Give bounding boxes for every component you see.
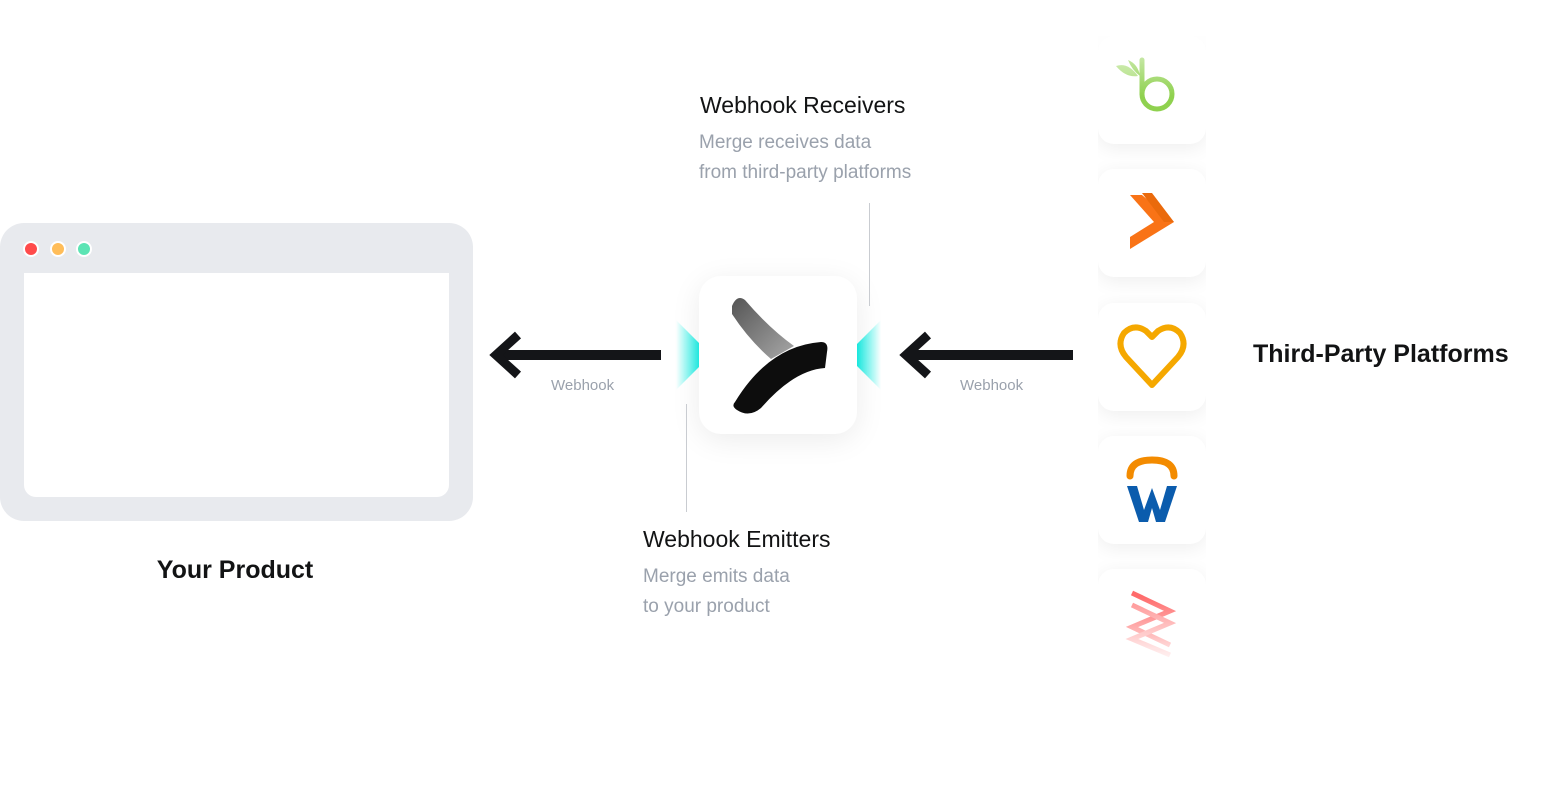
receivers-description: Merge receives data from third-party pla… — [699, 128, 911, 188]
emitters-connector-line — [686, 404, 687, 512]
zigzag-icon — [1125, 590, 1177, 658]
emitters-desc-line-2: to your product — [643, 596, 770, 617]
webhook-label-receive: Webhook — [960, 377, 1024, 394]
emitters-desc-line-1: Merge emits data — [643, 566, 790, 587]
platform-tile-workday — [1098, 436, 1206, 544]
left-arrow-icon — [899, 331, 1073, 379]
platform-tile-bamboohr — [1098, 36, 1206, 144]
receivers-desc-line-1: Merge receives data — [699, 132, 872, 153]
platform-tile-orange-arrow — [1098, 169, 1206, 277]
merge-logo-icon — [732, 298, 828, 414]
receivers-connector-line — [869, 203, 870, 306]
bamboohr-icon — [1116, 57, 1175, 112]
workday-icon — [1126, 456, 1178, 522]
merge-hub — [699, 276, 857, 434]
your-product-label: Your Product — [156, 556, 314, 584]
arrow-to-product — [484, 330, 664, 380]
window-minimize-dot — [50, 241, 66, 257]
platform-tile-heart — [1098, 303, 1206, 411]
third-party-tiles — [1098, 36, 1206, 677]
third-party-platforms-label: Third-Party Platforms — [1253, 340, 1509, 368]
browser-viewport — [24, 273, 449, 497]
left-arrow-icon — [489, 331, 661, 379]
personio-arrow-icon — [1130, 193, 1174, 249]
receive-glow — [857, 320, 881, 395]
window-maximize-dot — [76, 241, 92, 257]
receivers-title: Webhook Receivers — [700, 92, 906, 118]
emit-glow — [676, 320, 700, 395]
arrow-to-merge — [894, 330, 1074, 380]
receivers-desc-line-2: from third-party platforms — [699, 162, 912, 183]
product-browser-window — [0, 223, 473, 521]
heart-icon — [1117, 324, 1187, 388]
platform-tile-zigzag — [1098, 569, 1206, 677]
emitters-title: Webhook Emitters — [643, 526, 831, 552]
emitters-description: Merge emits data to your product — [643, 562, 790, 622]
webhook-label-emit: Webhook — [551, 377, 615, 394]
window-close-dot — [23, 241, 39, 257]
